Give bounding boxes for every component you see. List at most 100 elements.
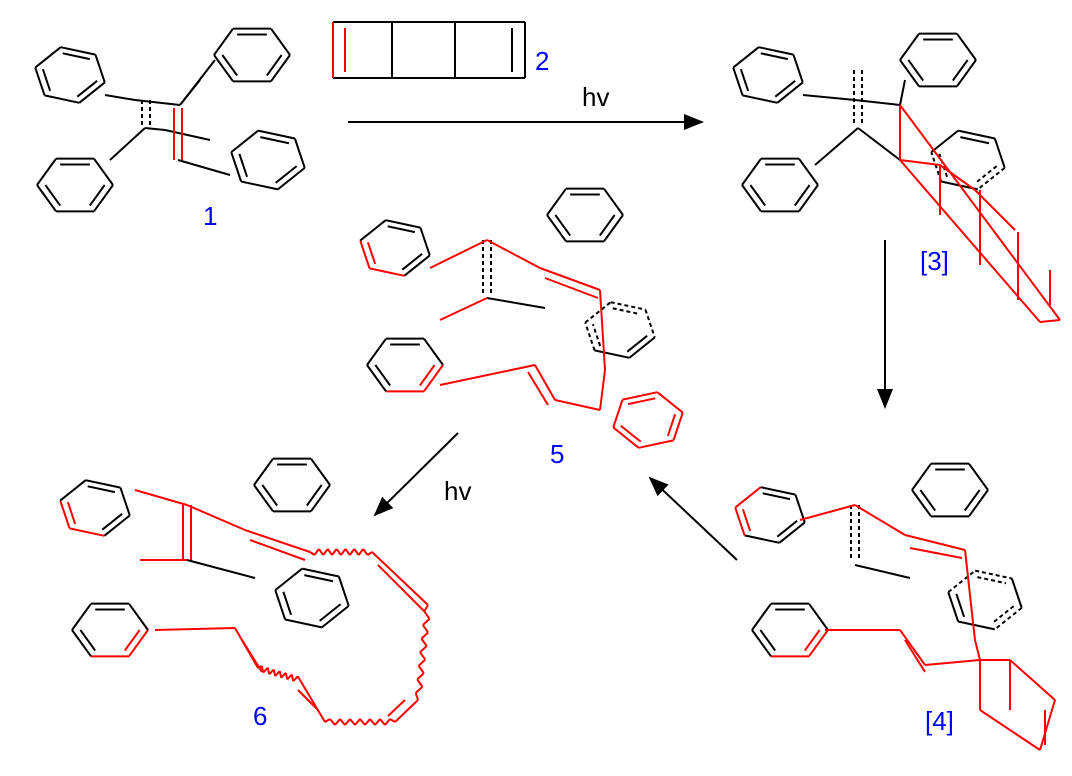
aromatic-inner-bond (44, 184, 61, 207)
benzene-ring-bond (751, 603, 772, 631)
aromatic-inner-bond (804, 629, 821, 652)
aromatic-inner-bond (955, 593, 965, 618)
aromatic-inner-bond (975, 165, 998, 184)
aromatic-inner-bond (238, 153, 248, 178)
benzene-ring-bond (71, 603, 92, 631)
aromatic-inner-bond (554, 214, 571, 237)
label-hv-top: hv (582, 82, 609, 112)
aromatic-inner-bond (76, 80, 98, 98)
benzene-ring-bond (310, 484, 331, 512)
benzene-ring-bond (672, 412, 684, 441)
benzene-ring-bond (257, 129, 296, 140)
bond (164, 129, 211, 141)
wavy-bond (354, 718, 361, 726)
benzene-ring-bond (78, 81, 106, 104)
benzene-ring-bond (1010, 578, 1023, 609)
benzene-ring-bond (911, 463, 932, 491)
aromatic-inner-bond (919, 489, 936, 512)
aromatic-inner-bond (749, 184, 766, 207)
aromatic-inner-bond (101, 513, 123, 531)
wavy-bond (417, 665, 425, 674)
aromatic-inner-bond (401, 253, 423, 271)
benzene-ring-bond (93, 158, 114, 186)
benzene-ring-bond (71, 629, 92, 657)
wavy-bond (309, 551, 315, 556)
inner-double-bond (904, 639, 926, 673)
ladder-bond (1039, 319, 1061, 323)
benzene-ring-bond (808, 603, 829, 631)
aromatic-inner-bond (739, 68, 750, 92)
aromatic-inner-bond (952, 59, 969, 82)
label-compound-5: 5 (550, 439, 564, 469)
benzene-ring-bond (899, 33, 920, 61)
aromatic-inner-bond (794, 184, 811, 207)
benzene-ring-bond (911, 489, 932, 517)
wavy-bond (329, 718, 336, 726)
benzene-ring-bond (85, 479, 121, 489)
inner-double-bond (297, 689, 319, 711)
benzene-ring-bond (321, 605, 350, 629)
wavy-bond (389, 718, 396, 723)
aromatic-inner-bond (591, 323, 602, 347)
benzene-ring-bond (741, 158, 762, 186)
benzene-ring-bond (734, 486, 762, 509)
benzene-ring-bond (612, 399, 624, 428)
wavy-bond (257, 665, 263, 669)
bond (539, 267, 601, 291)
benzene-ring-bond (808, 629, 829, 657)
aromatic-inner-bond (319, 603, 342, 622)
benzene-ring-bond (776, 81, 804, 104)
aromatic-inner-bond (221, 54, 238, 77)
bond (299, 679, 326, 723)
aromatic-inner-bond (741, 508, 752, 532)
benzene-ring-bond (584, 322, 596, 351)
benzene-ring-bond (119, 487, 131, 516)
reaction-arrow (373, 432, 459, 517)
label-compound-4: [4] (925, 706, 954, 736)
label-hv-left: hv (444, 476, 471, 506)
benzene-ring-bond (293, 138, 306, 169)
bond (534, 364, 556, 401)
bond (394, 699, 419, 723)
aromatic-inner-bond (599, 214, 616, 237)
aromatic-inner-bond (760, 52, 789, 61)
benzene-ring-bond (977, 167, 1006, 191)
aromatic-inner-bond (977, 576, 1007, 585)
benzene-ring-bond (213, 54, 234, 82)
benzene-ring-bond (751, 629, 772, 657)
benzene-ring-bond (956, 33, 977, 61)
benzene-ring-bond (403, 254, 431, 277)
bond (854, 504, 906, 536)
benzene-ring-bond (34, 46, 62, 69)
label-compound-2: 2 (535, 46, 549, 76)
bond (439, 364, 536, 386)
benzene-ring-bond (94, 54, 106, 83)
wavy-bond (364, 718, 371, 726)
wavy-bond (260, 665, 265, 673)
aromatic-inner-bond (762, 492, 791, 501)
benzene-ring-bond (603, 188, 624, 216)
aromatic-inner-bond (419, 364, 436, 387)
benzene-ring-bond (423, 338, 444, 366)
bond (974, 639, 981, 661)
benzene-ring-bond (359, 219, 387, 242)
aromatic-inner-bond (87, 485, 116, 494)
bond (924, 659, 981, 666)
aromatic-inner-bond (366, 241, 377, 265)
wavy-bond (335, 548, 342, 556)
bond (144, 127, 166, 131)
benzene-ring-bond (253, 458, 274, 486)
bond (899, 629, 926, 666)
label-compound-6: 6 (253, 701, 267, 731)
bond (104, 94, 136, 101)
bond (1009, 659, 1056, 701)
benzene-ring-bond (792, 54, 804, 83)
benzene-ring-bond (270, 54, 291, 82)
wavy-bond (344, 548, 351, 556)
wavy-bond (419, 645, 428, 653)
wavy-bond (334, 718, 341, 726)
wavy-bond (379, 718, 386, 726)
benzene-ring-bond (794, 494, 806, 523)
benzene-ring-bond (638, 439, 674, 449)
